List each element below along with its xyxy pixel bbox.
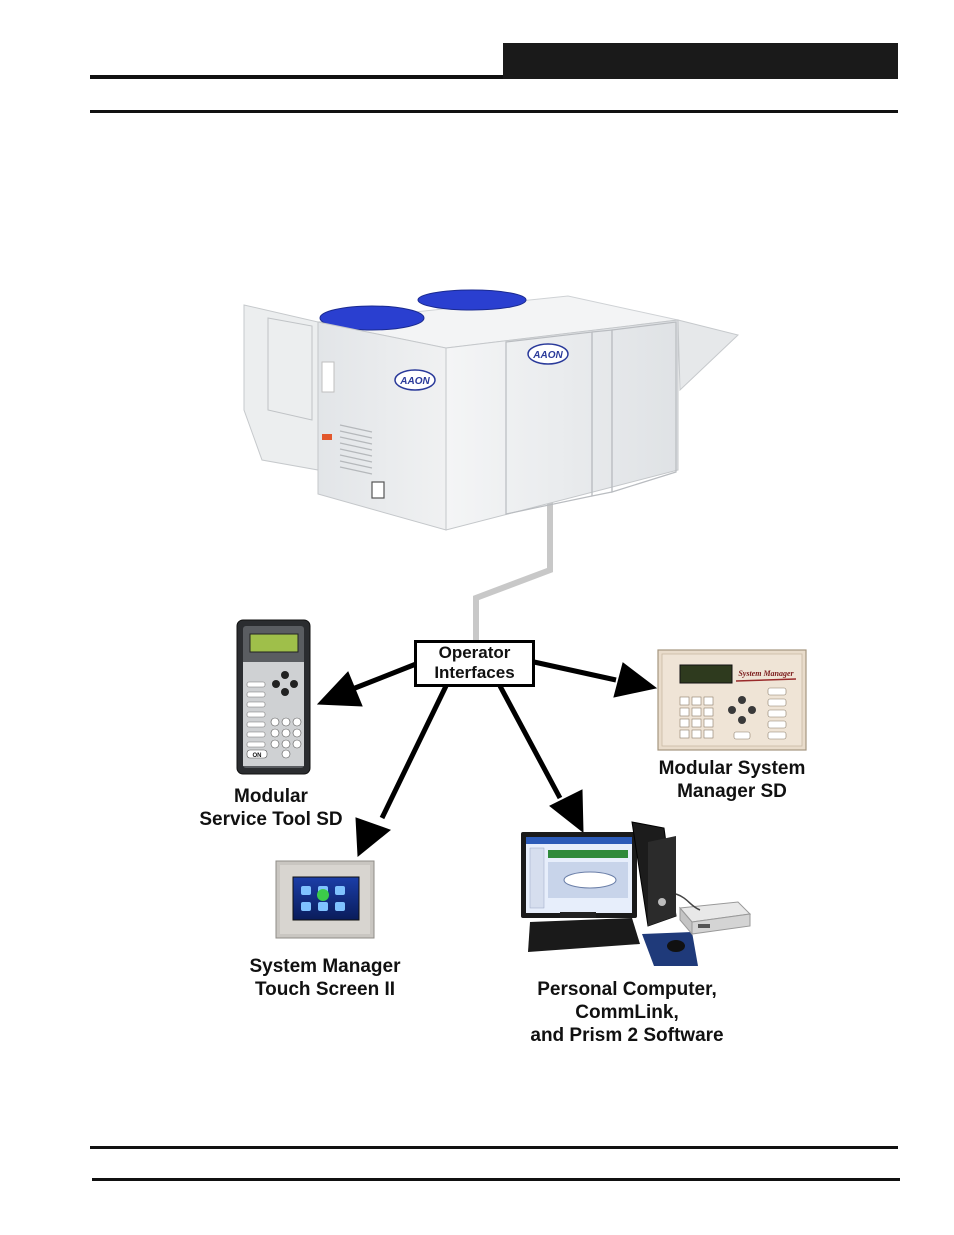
aaon-logo-side-text: AAON — [399, 376, 430, 387]
footer-rule-top — [90, 1146, 898, 1149]
pc-label-line2: CommLink, — [575, 1002, 679, 1023]
service-tool-label: Modular Service Tool SD — [186, 785, 356, 831]
service-tool-label-line2: Service Tool SD — [199, 809, 343, 830]
system-manager-label-line1: Modular System — [658, 758, 806, 779]
header-rule-top — [90, 75, 504, 79]
personal-computer-device — [521, 821, 752, 966]
condenser-fan-right — [417, 289, 527, 311]
modular-service-tool-device: ON — [236, 619, 311, 775]
pc-label: Personal Computer, CommLink, and Prism 2… — [512, 978, 742, 1047]
header-rule-bottom — [90, 110, 898, 113]
system-manager-label: Modular System Manager SD — [642, 757, 822, 803]
aaon-logo-side — [394, 369, 436, 391]
touch-screen-label-line1: System Manager — [249, 956, 401, 977]
system-manager-label-line2: Manager SD — [677, 781, 787, 802]
operator-interfaces-line1: Operator — [438, 643, 511, 662]
arrowhead-touch-screen — [355, 817, 392, 858]
pc-label-line3: and Prism 2 Software — [530, 1025, 724, 1046]
aaon-logo-front-text: AAON — [532, 350, 563, 361]
touch-screen-device — [275, 860, 375, 939]
footer-rule-bottom — [92, 1178, 900, 1181]
touch-screen-label: System Manager Touch Screen II — [234, 955, 416, 1001]
modular-system-manager-device: System Manager — [657, 649, 807, 751]
operator-interfaces-line2: Interfaces — [434, 663, 515, 682]
condenser-fan-left — [319, 305, 425, 331]
arrowhead-system-manager — [613, 662, 658, 698]
arrowhead-pc — [549, 789, 584, 834]
pc-label-line1: Personal Computer, — [537, 979, 717, 1000]
service-tool-on-key: ON — [253, 753, 262, 759]
arrowhead-service-tool — [316, 671, 363, 707]
connector-arrows — [316, 659, 658, 858]
header-bar — [503, 43, 898, 79]
operator-interfaces-box: Operator Interfaces — [414, 640, 535, 687]
communication-cable — [473, 500, 553, 642]
touch-screen-label-line2: Touch Screen II — [254, 979, 396, 1000]
aaon-logo-front — [527, 343, 569, 365]
system-manager-panel-title: System Manager — [738, 669, 794, 678]
rooftop-unit: AAON AAON — [243, 289, 740, 531]
service-tool-label-line1: Modular — [234, 786, 308, 807]
